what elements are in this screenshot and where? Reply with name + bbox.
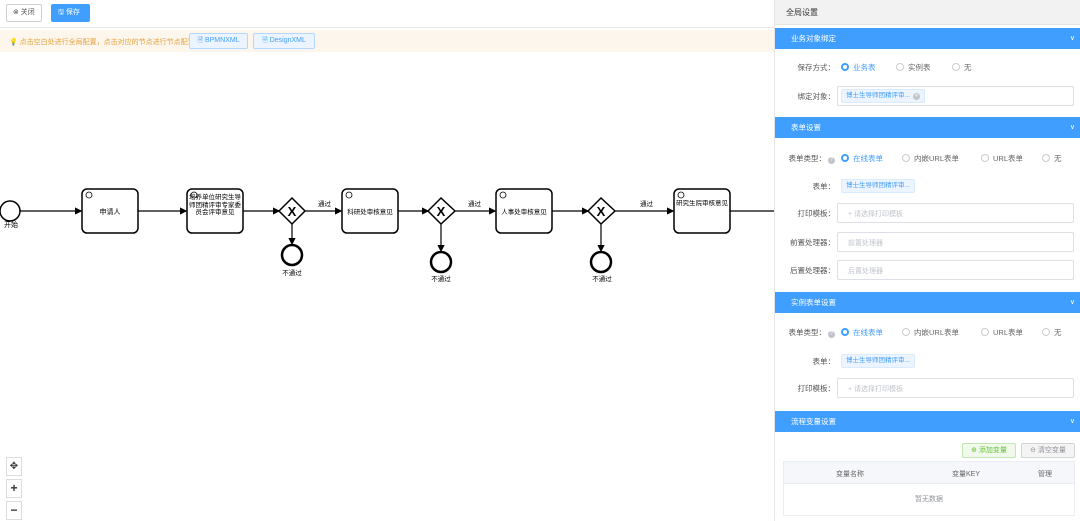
fit-viewport-icon[interactable]: ✥ [6, 457, 22, 476]
start-event-label: 开始 [4, 220, 18, 229]
svg-text:科研处审核意见: 科研处审核意见 [347, 207, 393, 216]
user-task-graduate-school[interactable]: 研究生院审核意见 [673, 188, 731, 234]
user-task-applicant[interactable]: 申请人 [81, 188, 139, 234]
chevron-down-icon: ∨ [1069, 124, 1075, 131]
svg-text:X: X [288, 204, 297, 219]
chevron-down-icon: ∨ [1069, 418, 1075, 425]
instance-print-template-field[interactable]: + 请选择打印模板 [837, 378, 1074, 398]
radio-business-table[interactable]: 业务表 [841, 62, 876, 73]
bpmn-xml-button[interactable]: 🗎 BPMNXML [189, 33, 248, 49]
radio-none[interactable]: 无 [1042, 327, 1062, 338]
radio-embedded-url-form[interactable]: 内嵌URL表单 [902, 327, 959, 338]
user-icon [677, 191, 685, 199]
user-task-hr-office[interactable]: 人事处审核意见 [495, 188, 553, 234]
variables-table: 变量名称 变量KEY 管理 暂无数据 [783, 461, 1075, 516]
row-form-type: 表单类型：? 在线表单 内嵌URL表单 URL表单 无 [788, 153, 1062, 164]
instance-form-tag[interactable]: 博士生导师团精评审... [841, 354, 915, 368]
row-print-template: 打印模板： [797, 209, 836, 218]
tip-text: 💡 点击空白处进行全局配置，点击对应的节点进行节点配置 [9, 39, 195, 46]
radio-url-form[interactable]: URL表单 [981, 327, 1023, 338]
chevron-down-icon: ∨ [1069, 35, 1075, 42]
svg-text:X: X [437, 204, 446, 219]
end-event-2[interactable]: 不通过 [429, 250, 453, 283]
save-button[interactable]: 🖫 保存 [51, 4, 90, 22]
exclusive-gateway-2[interactable]: X [426, 196, 457, 226]
section-form-settings[interactable]: 表单设置∨ [775, 117, 1080, 138]
flow-label-pass: 通过 [640, 199, 654, 208]
exclusive-gateway-3[interactable]: X [586, 196, 617, 226]
design-xml-button[interactable]: 🗎 DesignXML [253, 33, 315, 49]
svg-text:X: X [597, 204, 606, 219]
properties-panel: 全局设置 业务对象绑定∨ 保存方式： 业务表 实例表 无 绑定对象： 博士生导师… [774, 0, 1080, 521]
row-instance-print-template: 打印模板： [797, 384, 836, 393]
row-instance-form-type: 表单类型：? 在线表单 内嵌URL表单 URL表单 无 [788, 327, 1062, 338]
panel-title: 全局设置 [775, 0, 1080, 25]
chevron-down-icon: ∨ [1069, 299, 1075, 306]
zoom-in-icon[interactable]: + [6, 479, 22, 498]
radio-online-form[interactable]: 在线表单 [841, 153, 883, 164]
bpmn-svg[interactable]: 开始 通过 通过 通过 [0, 52, 774, 521]
row-save-mode: 保存方式： 业务表 实例表 无 [797, 62, 972, 73]
close-icon[interactable]: ✕ [912, 93, 920, 100]
add-variable-button[interactable]: ⊕ 添加变量 [962, 443, 1016, 458]
exclusive-gateway-1[interactable]: X [277, 196, 307, 226]
radio-embedded-url-form[interactable]: 内嵌URL表单 [902, 153, 959, 164]
print-template-field[interactable]: + 请选择打印模板 [837, 203, 1074, 223]
end-event-3[interactable]: 不通过 [589, 250, 613, 283]
svg-text:不通过: 不通过 [282, 268, 302, 277]
row-form: 表单： 博士生导师团精评审... [775, 176, 1080, 196]
pre-processor-input[interactable]: 前置处理器 [837, 232, 1074, 252]
section-process-variables[interactable]: 流程变量设置∨ [775, 411, 1080, 432]
flow-label-pass: 通过 [468, 199, 482, 208]
user-task-research-office[interactable]: 科研处审核意见 [341, 188, 399, 234]
tip-bar: 💡 点击空白处进行全局配置，点击对应的节点进行节点配置 🗎 BPMNXML 🗎 … [0, 30, 774, 52]
section-business-binding[interactable]: 业务对象绑定∨ [775, 28, 1080, 49]
row-post-processor: 后置处理器： [790, 266, 835, 275]
svg-text:申请人: 申请人 [100, 207, 121, 216]
clear-variables-button[interactable]: ⊖ 清空变量 [1021, 443, 1075, 458]
user-icon [190, 191, 198, 199]
close-button[interactable]: ⊗ 关闭 [6, 4, 42, 22]
zoom-out-icon[interactable]: − [6, 501, 22, 520]
radio-instance-table[interactable]: 实例表 [896, 62, 931, 73]
radio-url-form[interactable]: URL表单 [981, 153, 1023, 164]
row-bind-object: 绑定对象： 博士生导师团精评审...✕ [775, 86, 1080, 106]
empty-state: 暂无数据 [783, 484, 1075, 516]
svg-text:不通过: 不通过 [592, 274, 612, 283]
user-icon [499, 191, 507, 199]
table-header: 变量名称 变量KEY 管理 [783, 461, 1075, 484]
flow-label-pass: 通过 [318, 199, 332, 208]
bind-object-tag[interactable]: 博士生导师团精评审...✕ [841, 89, 925, 103]
designer-canvas-area: ⊗ 关闭 🖫 保存 💡 点击空白处进行全局配置，点击对应的节点进行节点配置 🗎 … [0, 0, 774, 521]
user-icon [85, 191, 93, 199]
radio-none[interactable]: 无 [1042, 153, 1062, 164]
end-event-1[interactable]: 不通过 [280, 243, 304, 277]
radio-none[interactable]: 无 [952, 62, 972, 73]
post-processor-input[interactable]: 后置处理器 [837, 260, 1074, 280]
help-icon: ? [828, 157, 835, 164]
user-icon [345, 191, 353, 199]
form-tag[interactable]: 博士生导师团精评审... [841, 179, 915, 193]
svg-text:不通过: 不通过 [431, 274, 451, 283]
section-instance-form[interactable]: 实例表单设置∨ [775, 292, 1080, 313]
row-instance-form: 表单： 博士生导师团精评审... [775, 351, 1080, 371]
bpmn-diagram[interactable]: 开始 通过 通过 通过 [0, 52, 774, 521]
toolbar: ⊗ 关闭 🖫 保存 [0, 0, 774, 28]
row-pre-processor: 前置处理器： [790, 238, 835, 247]
start-event[interactable]: 开始 [0, 200, 21, 229]
zoom-controls: ✥ + − [6, 457, 22, 521]
help-icon: ? [828, 331, 835, 338]
user-task-unit-review[interactable]: 培养单位研究生导师团精评审专家委员会评审意见 [186, 188, 244, 234]
radio-online-form[interactable]: 在线表单 [841, 327, 883, 338]
svg-text:人事处审核意见: 人事处审核意见 [501, 207, 547, 216]
